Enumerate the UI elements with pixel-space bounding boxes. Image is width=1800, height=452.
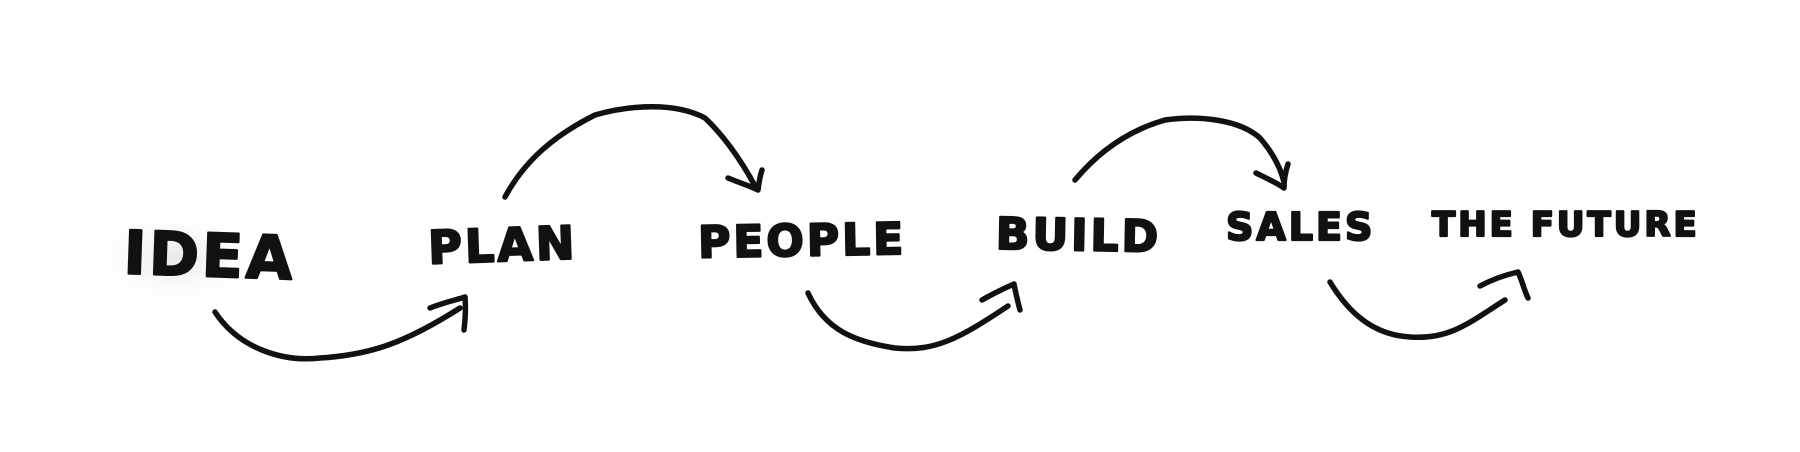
step-people: PEOPLE bbox=[698, 214, 907, 269]
paper-smudge bbox=[80, 203, 270, 313]
step-the-future: THE FUTURE bbox=[1432, 205, 1700, 245]
step-plan: PLAN bbox=[427, 216, 578, 275]
step-sales: SALES bbox=[1226, 205, 1375, 249]
step-build: BUILD bbox=[995, 209, 1161, 263]
step-idea: IDEA bbox=[123, 218, 297, 294]
arrow-people-to-build bbox=[805, 281, 1023, 352]
arrow-idea-to-plan bbox=[212, 294, 469, 362]
arrow-build-to-sales bbox=[1072, 115, 1291, 191]
arrow-plan-to-people bbox=[502, 104, 765, 200]
arrow-sales-to-the-future bbox=[1327, 269, 1531, 341]
